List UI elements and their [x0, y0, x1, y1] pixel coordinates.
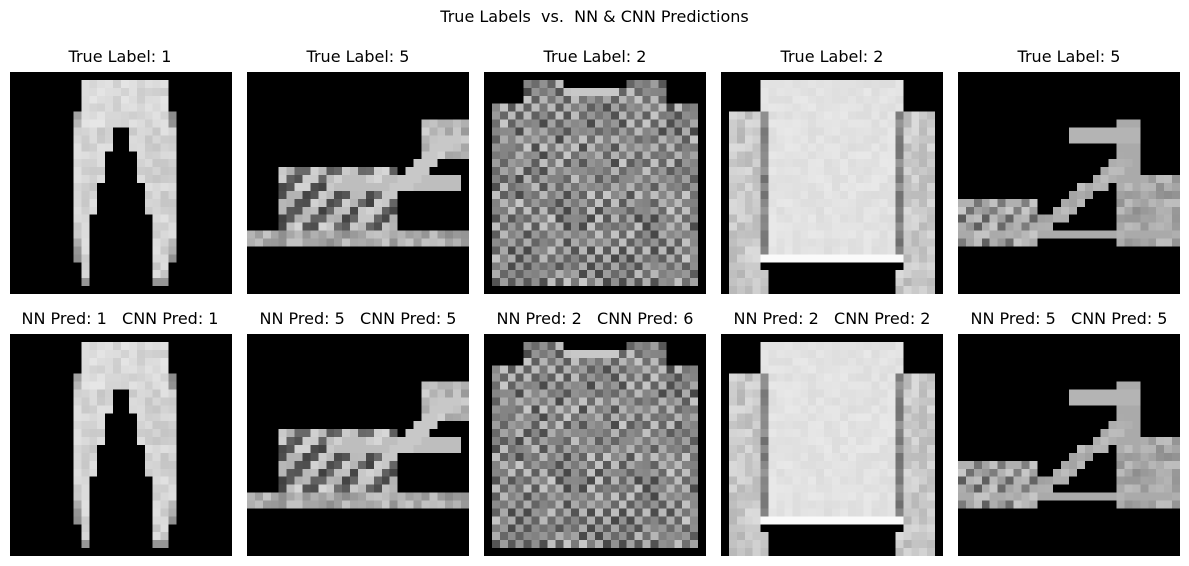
predicted-image-sandal	[247, 334, 469, 556]
prediction-title: NN Pred: 5 CNN Pred: 5	[259, 309, 457, 328]
true-label-title: True Label: 5	[1017, 47, 1121, 66]
true-image-sandal-heel	[958, 72, 1180, 294]
true-image-trouser	[10, 72, 232, 294]
figure-title: True Labels vs. NN & CNN Predictions	[440, 7, 749, 26]
predicted-image-sandal-heel	[958, 334, 1180, 556]
true-label-title: True Label: 2	[543, 47, 647, 66]
predicted-image-trouser	[10, 334, 232, 556]
prediction-title: NN Pred: 5 CNN Pred: 5	[970, 309, 1168, 328]
prediction-title: NN Pred: 1 CNN Pred: 1	[21, 309, 219, 328]
true-image-pullover-plain	[721, 72, 943, 294]
true-label-title: True Label: 2	[780, 47, 884, 66]
true-label-title: True Label: 5	[306, 47, 410, 66]
prediction-title: NN Pred: 2 CNN Pred: 2	[733, 309, 931, 328]
prediction-title: NN Pred: 2 CNN Pred: 6	[496, 309, 694, 328]
true-image-pullover-patterned	[484, 72, 706, 294]
predicted-image-pullover-plain	[721, 334, 943, 556]
true-image-sandal	[247, 72, 469, 294]
true-label-title: True Label: 1	[68, 47, 172, 66]
predicted-image-pullover-patterned	[484, 334, 706, 556]
